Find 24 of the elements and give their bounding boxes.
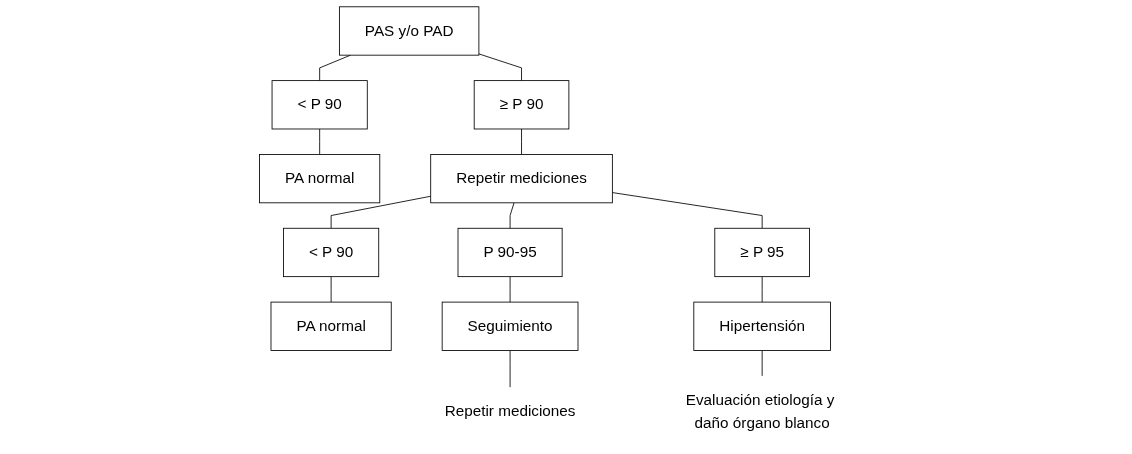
connector [478, 53, 522, 82]
connector [521, 128, 522, 155]
node-text: Repetir mediciones [444, 402, 576, 420]
connector [330, 276, 332, 303]
node-box: P 90-95 [457, 227, 563, 278]
node-box: Hipertensión [693, 301, 831, 351]
node-box: ≥ P 95 [714, 227, 810, 278]
node-box: < P 90 [271, 80, 368, 130]
node-box: Seguimiento [441, 301, 579, 351]
connector [330, 195, 432, 229]
connector [509, 276, 511, 303]
connector [611, 192, 763, 229]
connector [761, 350, 763, 377]
node-box: Repetir mediciones [430, 154, 613, 204]
connector [509, 350, 511, 388]
node-box: PA normal [259, 154, 381, 204]
node-box: ≥ P 90 [473, 80, 570, 130]
connector [509, 202, 515, 229]
node-box: PA normal [270, 301, 392, 351]
connector [761, 276, 763, 303]
connector [319, 128, 321, 155]
node-box: PAS y/o PAD [338, 6, 480, 56]
node-text: Evaluación etiología y daño órgano blanco [685, 391, 835, 432]
node-box: < P 90 [283, 227, 380, 278]
